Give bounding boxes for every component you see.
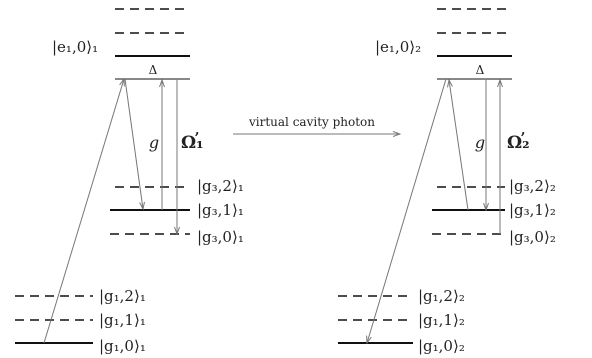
left-detuning-label: Δ [149,63,158,77]
right-detuning-label: Δ [476,63,485,77]
left-coupling-g-label: g [149,133,159,152]
right-g1-1-label: |g₁,1⟩₂ [418,311,465,329]
virtual-photon-transfer: virtual cavity photon [233,115,400,134]
right-rabi-label: Ω₂ [507,133,530,153]
left-cavity-emission-arrow [124,78,143,209]
left-g1-1-label: |g₁,1⟩₁ [99,311,146,329]
right-excited-label: |e₁,0⟩₂ [375,38,421,56]
right-g3-0-label: |g₃,0⟩₂ [509,228,556,246]
transfer-label: virtual cavity photon [248,115,375,129]
left-system: |e₁,0⟩₁ Δ |g₃,2⟩₁ |g₃,1⟩₁ |g₃,0⟩₁ |g₁,2⟩… [15,8,244,355]
left-rabi-label: Ω₁ [181,133,204,153]
right-system: |e₁,0⟩₂ Δ |g₃,2⟩₂ |g₃,1⟩₂ |g₃,0⟩₂ |g₁,2⟩… [338,8,556,355]
right-laser-deexcitation-arrow [367,78,447,343]
right-g3-2-label: |g₃,2⟩₂ [509,177,556,195]
left-g1-2-label: |g₁,2⟩₁ [99,287,146,305]
right-g1-2-label: |g₁,2⟩₂ [418,287,465,305]
left-g3-0-label: |g₃,0⟩₁ [197,228,244,246]
right-cavity-absorption-arrow [449,80,469,211]
left-g3-2-label: |g₃,2⟩₁ [197,177,244,195]
right-coupling-g-label: g [475,133,485,152]
right-g1-0-label: |g₁,0⟩₂ [418,337,465,355]
right-g3-1-label: |g₃,1⟩₂ [509,201,556,219]
left-g3-1-label: |g₃,1⟩₁ [197,201,244,219]
left-g1-0-label: |g₁,0⟩₁ [99,337,146,355]
left-rabi-prime-mark: , [195,123,200,138]
left-excited-label: |e₁,0⟩₁ [52,38,98,56]
left-laser-excitation-arrow [43,79,124,344]
right-rabi-prime-mark: , [521,123,526,138]
